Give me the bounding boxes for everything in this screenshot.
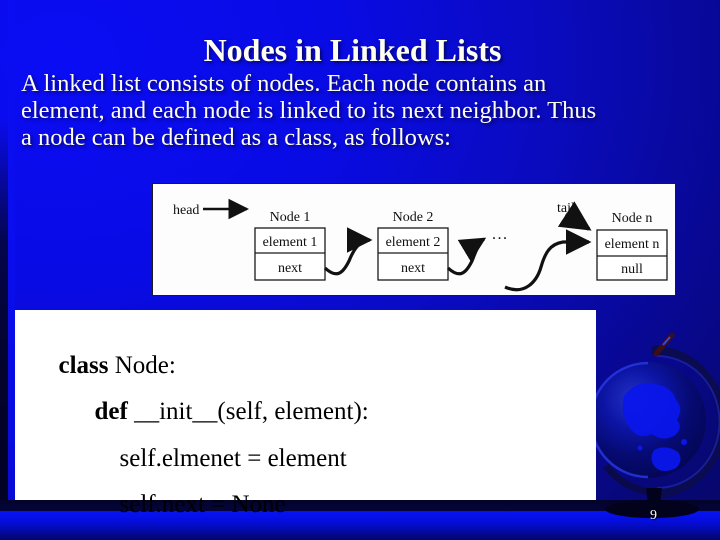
link-arrow-tail: [504, 229, 592, 292]
page-number: 9: [650, 508, 657, 523]
body-paragraph: A linked list consists of nodes. Each no…: [21, 70, 711, 151]
linked-list-diagram: head Node 1 element 1 next Node 2 elemen…: [173, 198, 668, 292]
node2-title: Node 2: [393, 210, 434, 225]
node2-element: element 2: [386, 235, 441, 250]
node1-box: [254, 227, 326, 281]
ellipsis: ...: [492, 226, 509, 243]
left-edge-blue-bar: [8, 0, 15, 540]
code-text: self.elmenet = element: [119, 445, 347, 472]
noden-null: null: [621, 262, 643, 277]
bottom-bar: [0, 511, 720, 540]
link-arrow-1: [323, 227, 373, 276]
noden-title: Node n: [612, 211, 653, 226]
link-arrow-2: [446, 237, 487, 276]
node1-element: element 1: [263, 235, 318, 250]
slide-title: Nodes in Linked Lists: [203, 32, 502, 69]
code-keyword: class: [58, 352, 109, 379]
code-line: class Node:: [21, 324, 176, 408]
bottom-bar-shadow: [0, 500, 720, 511]
code-line: self.next = None: [82, 463, 286, 540]
node1-next: next: [278, 261, 302, 276]
globe-graphic: [589, 332, 720, 518]
body-line: element, and each node is linked to its …: [21, 97, 597, 124]
head-label: head: [173, 203, 199, 218]
node2-next: next: [401, 261, 425, 276]
noden-element: element n: [605, 237, 660, 252]
code-keyword: def: [94, 398, 128, 425]
node1-title: Node 1: [270, 210, 311, 225]
node2-box: [377, 227, 449, 281]
code-text: __init__(self, element):: [127, 398, 369, 425]
code-line: def __init__(self, element):: [57, 370, 369, 454]
body-line: a node can be defined as a class, as fol…: [21, 124, 451, 151]
code-line: self.elmenet = element: [82, 417, 347, 501]
tail-label: tail: [557, 201, 575, 216]
code-text: Node:: [108, 352, 176, 379]
left-edge-dark-strip: [0, 0, 8, 540]
body-line: A linked list consists of nodes. Each no…: [21, 70, 547, 97]
code-panel: class Node: def __init__(self, element):…: [15, 310, 596, 518]
diagram-panel: head Node 1 element 1 next Node 2 elemen…: [152, 183, 676, 296]
tail-arrow: [557, 201, 592, 231]
code-text: self.next = None: [119, 491, 286, 518]
noden-box: [596, 229, 668, 281]
